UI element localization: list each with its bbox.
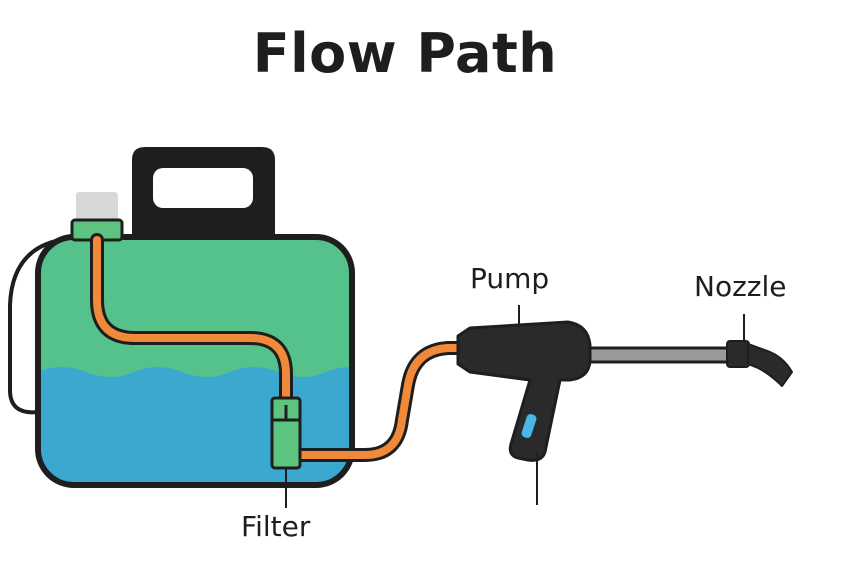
filter-label: Filter [241, 510, 311, 543]
liquid [38, 367, 352, 485]
side-strap [8, 238, 61, 415]
diagram-title: Flow Path [252, 22, 558, 85]
tank-handle [132, 147, 275, 237]
tank-outline [35, 234, 355, 488]
trigger-indicator [521, 414, 537, 438]
nozzle-label: Nozzle [694, 270, 787, 303]
pump-label: Pump [470, 262, 550, 295]
filter [270, 396, 302, 508]
outlet-hose [285, 341, 477, 462]
pump [456, 305, 592, 505]
nozzle [726, 314, 793, 387]
fill-cap [70, 192, 124, 242]
spray-wand [583, 346, 735, 364]
internal-hose [90, 233, 293, 412]
